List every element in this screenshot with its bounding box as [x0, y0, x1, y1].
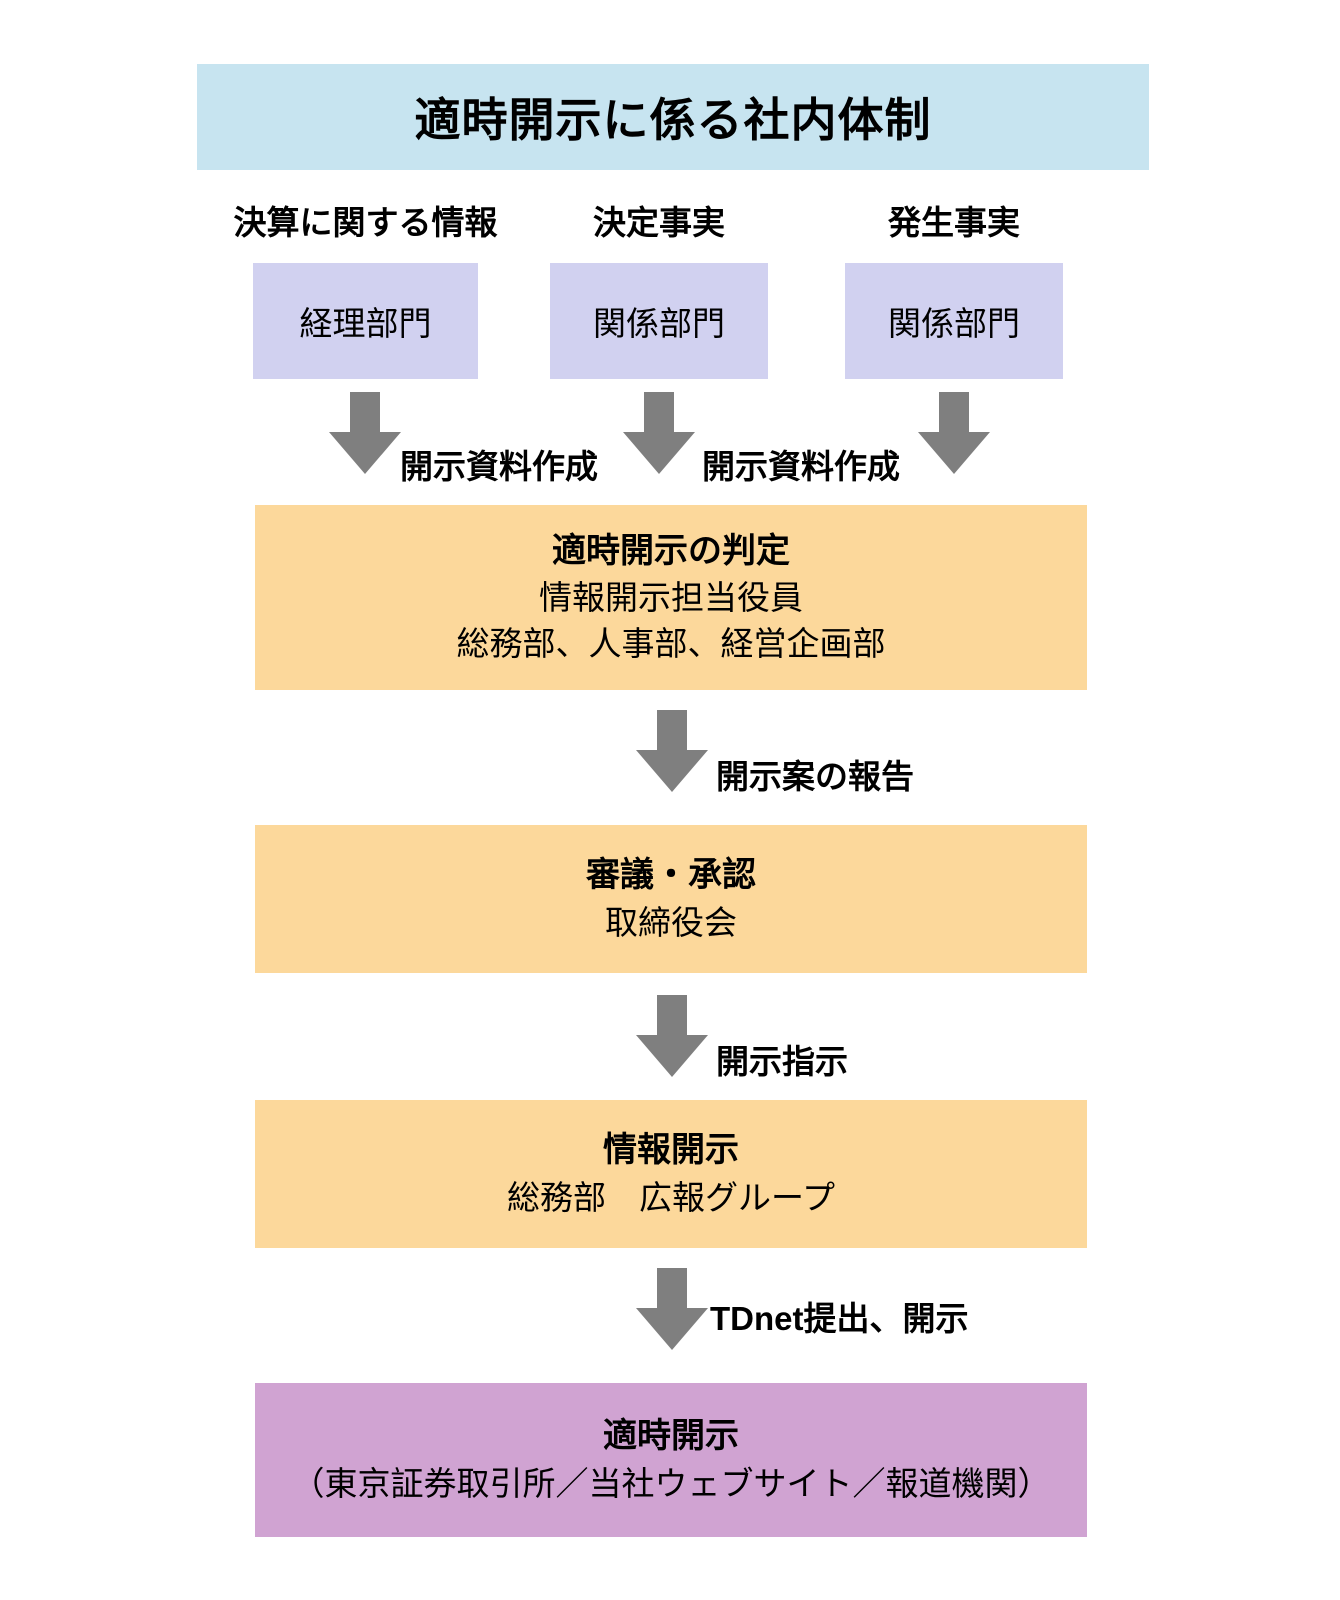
down-arrow-icon: [329, 392, 401, 474]
source-box-related-dept-2: 関係部門: [845, 263, 1063, 379]
arrow-label-create-disclosure-materials-right: 開示資料作成: [702, 448, 900, 485]
column-label-financial-results-info: 決算に関する情報: [233, 204, 498, 241]
arrow-head: [636, 750, 708, 792]
down-arrow-icon: [918, 392, 990, 474]
judgement-box-officer: 情報開示担当役員: [539, 579, 803, 617]
down-arrow-icon: [636, 710, 708, 792]
arrow-label-tdnet-submission: TDnet提出、開示: [710, 1300, 969, 1337]
arrow-stem: [644, 392, 674, 432]
arrow-head: [636, 1035, 708, 1077]
approval-box-title: 審議・承認: [586, 856, 756, 895]
information-disclosure-box-title: 情報開示: [603, 1131, 739, 1170]
arrow-stem: [657, 1268, 687, 1308]
judgement-box: 適時開示の判定 情報開示担当役員 総務部、人事部、経営企画部: [255, 505, 1087, 690]
information-disclosure-box: 情報開示 総務部 広報グループ: [255, 1100, 1087, 1248]
arrow-label-report-disclosure-draft: 開示案の報告: [716, 758, 914, 795]
information-disclosure-box-group: 総務部 広報グループ: [506, 1178, 836, 1216]
source-box-accounting-dept: 経理部門: [253, 263, 478, 379]
column-label-occurred-facts: 発生事実: [888, 204, 1020, 241]
judgement-box-title: 適時開示の判定: [552, 531, 790, 570]
timely-disclosure-box-title: 適時開示: [603, 1417, 739, 1456]
timely-disclosure-box: 適時開示 （東京証券取引所／当社ウェブサイト／報道機関）: [255, 1383, 1087, 1537]
arrow-stem: [657, 995, 687, 1035]
arrow-head: [329, 432, 401, 474]
diagram-title-banner: 適時開示に係る社内体制: [197, 64, 1149, 170]
arrow-head: [918, 432, 990, 474]
diagram-title: 適時開示に係る社内体制: [414, 94, 932, 146]
source-box-related-dept-1: 関係部門: [550, 263, 768, 379]
arrow-label-create-disclosure-materials-left: 開示資料作成: [400, 448, 598, 485]
arrow-head: [636, 1308, 708, 1350]
column-label-decided-facts: 決定事実: [593, 204, 725, 241]
arrow-stem: [657, 710, 687, 750]
timely-disclosure-box-channels: （東京証券取引所／当社ウェブサイト／報道機関）: [291, 1464, 1051, 1502]
arrow-head: [623, 432, 695, 474]
down-arrow-icon: [636, 1268, 708, 1350]
arrow-stem: [350, 392, 380, 432]
arrow-label-disclosure-instruction: 開示指示: [716, 1043, 848, 1080]
arrow-stem: [939, 392, 969, 432]
judgement-box-departments: 総務部、人事部、経営企画部: [456, 625, 886, 663]
down-arrow-icon: [623, 392, 695, 474]
down-arrow-icon: [636, 995, 708, 1077]
approval-box-board: 取締役会: [605, 903, 737, 941]
approval-box: 審議・承認 取締役会: [255, 825, 1087, 973]
